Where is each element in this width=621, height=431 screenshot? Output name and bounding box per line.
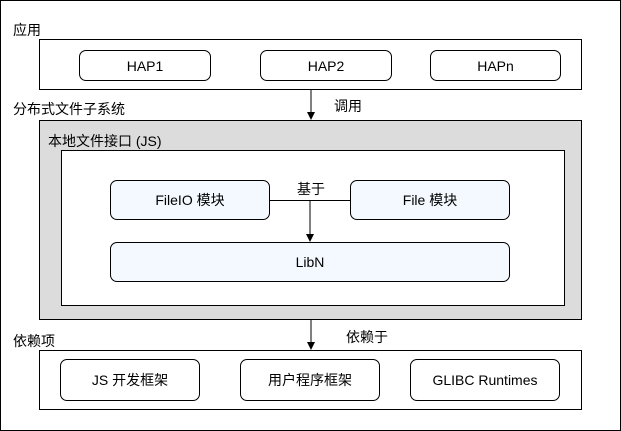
js-framework-box: JS 开发框架 — [60, 359, 200, 401]
hap1-box: HAP1 — [79, 50, 211, 81]
deps-section-label: 依赖项 — [13, 333, 55, 349]
depends-edge-label: 依赖于 — [346, 329, 388, 345]
libn-box: LibN — [110, 242, 510, 282]
hap2-box: HAP2 — [260, 50, 392, 81]
file-module-box: File 模块 — [350, 180, 510, 220]
local-file-interface-label: 本地文件接口 (JS) — [48, 133, 162, 149]
fileio-module-box: FileIO 模块 — [110, 180, 270, 220]
app-section-label: 应用 — [13, 22, 41, 38]
based-on-edge-label: 基于 — [296, 181, 326, 197]
glibc-runtimes-box: GLIBC Runtimes — [410, 359, 560, 401]
fs-section-label: 分布式文件子系统 — [13, 101, 125, 117]
call-edge-label: 调用 — [334, 98, 362, 114]
user-program-framework-box: 用户程序框架 — [240, 359, 380, 401]
hapn-box: HAPn — [430, 50, 561, 81]
